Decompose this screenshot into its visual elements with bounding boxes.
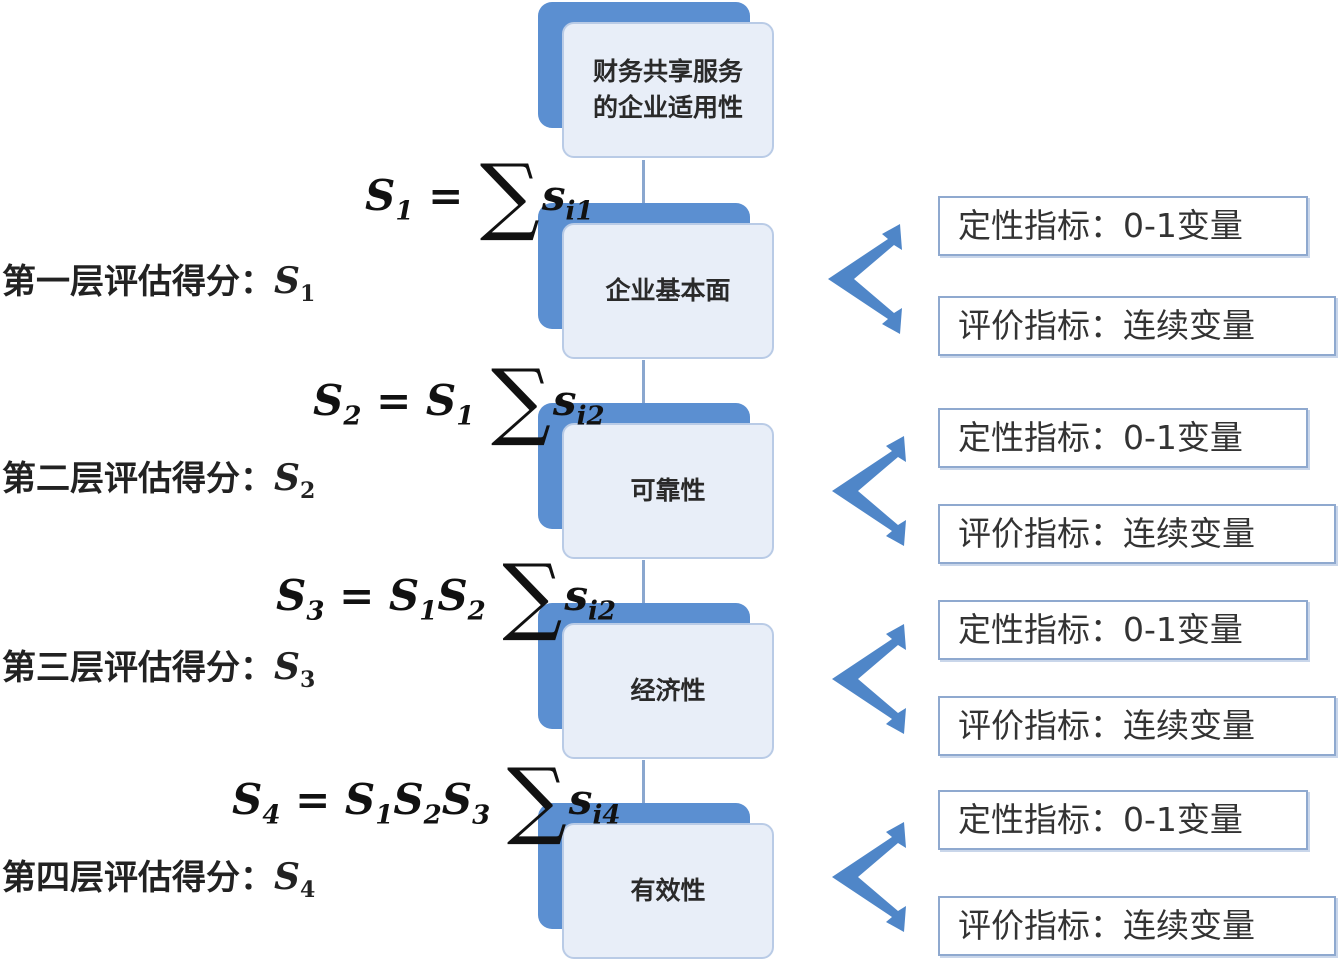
formula-factor-sub: 1 <box>456 401 475 432</box>
formula-factor-sub: 1 <box>419 596 438 627</box>
formula-factor: S <box>441 775 473 824</box>
layer-var-sub: 2 <box>300 477 316 504</box>
layer-score-2: 第二层评估得分：S2 <box>2 451 315 504</box>
evaluative-indicator-box: 评价指标：连续变量 <box>938 896 1336 956</box>
layer-score-1: 第一层评估得分：S1 <box>2 254 315 307</box>
formula-term: s <box>541 171 566 220</box>
box-label: 可靠性 <box>562 423 774 559</box>
formula-equals: = <box>428 171 464 220</box>
box-label: 有效性 <box>562 823 774 959</box>
formula-s2: S2 = S1 ∑si2 <box>313 337 605 449</box>
layer-score-4: 第四层评估得分：S4 <box>2 850 315 903</box>
layer-var-sub: 3 <box>300 666 316 693</box>
connector-line-1 <box>642 160 645 205</box>
connector-line-2 <box>642 360 645 405</box>
formula-factor: S <box>344 775 376 824</box>
layer-var: S <box>274 457 300 499</box>
formula-term-sub: i2 <box>576 401 605 432</box>
formula-term-sub: i1 <box>565 196 594 227</box>
layer-label: 第三层评估得分： <box>2 648 274 688</box>
double-arrow-icon <box>832 436 906 546</box>
formula-term: s <box>552 376 577 425</box>
formula-equals: = <box>376 376 412 425</box>
formula-lhs: S <box>365 171 396 220</box>
layer-var: S <box>274 856 300 898</box>
connector-line-3 <box>642 560 645 605</box>
formula-term-sub: i2 <box>588 596 616 627</box>
layer-var: S <box>274 646 300 688</box>
formula-lhs-sub: 3 <box>306 596 325 627</box>
qualitative-indicator-box: 定性指标：0-1变量 <box>938 790 1308 850</box>
qualitative-indicator-box: 定性指标：0-1变量 <box>938 196 1308 256</box>
formula-equals: = <box>339 571 375 620</box>
formula-term: s <box>568 775 593 824</box>
layer-var-sub: 4 <box>300 876 316 903</box>
layer-var-sub: 1 <box>300 280 316 307</box>
layer-var: S <box>274 260 300 302</box>
sigma-symbol: ∑ <box>490 351 551 449</box>
formula-lhs: S <box>276 571 307 620</box>
formula-factor: S <box>425 376 457 425</box>
box-label: 财务共享服务 的企业适用性 <box>562 22 774 158</box>
formula-s4: S4 = S1S2S3 ∑si4 <box>232 736 621 848</box>
formula-term-sub: i4 <box>592 800 621 831</box>
formula-lhs: S <box>232 775 263 824</box>
formula-factor: S <box>437 571 468 620</box>
formula-factor: S <box>388 571 420 620</box>
box-label: 经济性 <box>562 623 774 759</box>
formula-equals: = <box>295 775 331 824</box>
sigma-symbol: ∑ <box>506 750 567 848</box>
evaluative-indicator-box: 评价指标：连续变量 <box>938 296 1336 356</box>
double-arrow-icon <box>832 624 906 734</box>
formula-factor-sub: 2 <box>423 800 442 831</box>
layer-score-3: 第三层评估得分：S3 <box>2 640 315 693</box>
formula-lhs-sub: 4 <box>262 800 281 831</box>
layer-label: 第二层评估得分： <box>2 459 274 499</box>
sigma-symbol: ∑ <box>502 546 563 644</box>
sigma-symbol: ∑ <box>479 146 540 244</box>
formula-factor: S <box>393 775 424 824</box>
evaluative-indicator-box: 评价指标：连续变量 <box>938 696 1336 756</box>
box-label-line-1: 财务共享服务 <box>592 57 743 86</box>
layer-label: 第四层评估得分： <box>2 858 274 898</box>
evaluative-indicator-box: 评价指标：连续变量 <box>938 504 1336 564</box>
box-label-line-2: 的企业适用性 <box>592 93 743 122</box>
formula-lhs-sub: 2 <box>343 401 362 432</box>
formula-lhs-sub: 1 <box>395 196 414 227</box>
formula-term: s <box>564 571 589 620</box>
formula-factor-sub: 2 <box>467 596 486 627</box>
qualitative-indicator-box: 定性指标：0-1变量 <box>938 408 1308 468</box>
formula-s3: S3 = S1S2 ∑si2 <box>276 532 616 644</box>
double-arrow-icon <box>828 224 902 334</box>
connector-line-4 <box>642 760 645 805</box>
qualitative-indicator-box: 定性指标：0-1变量 <box>938 600 1308 660</box>
formula-s1: S1 = ∑si1 <box>365 132 594 244</box>
double-arrow-icon <box>832 822 906 932</box>
formula-factor-sub: 3 <box>472 800 491 831</box>
formula-factor-sub: 1 <box>375 800 394 831</box>
formula-lhs: S <box>313 376 344 425</box>
layer-label: 第一层评估得分： <box>2 262 274 302</box>
box-label: 企业基本面 <box>562 223 774 359</box>
